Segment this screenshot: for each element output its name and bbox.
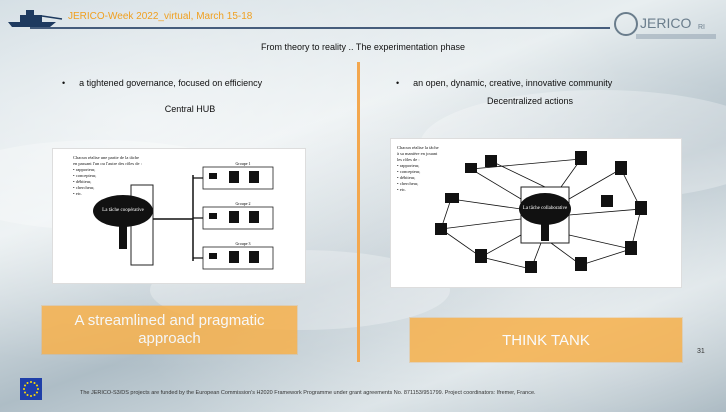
logo-suffix: RI <box>698 24 705 31</box>
right-figure-line: • rapporteur, <box>397 163 419 169</box>
slide-title: From theory to reality .. The experiment… <box>261 42 465 52</box>
right-figure-caption: La tâche collaborative <box>523 206 568 211</box>
left-figure-line: • etc. <box>73 191 82 196</box>
left-bullet-text: a tightened governance, focused on effic… <box>79 78 263 88</box>
central-hub-diagram: Chacun réalise une partie de la tâche en… <box>73 155 274 270</box>
right-figure-line: les rôles de : <box>397 157 420 162</box>
event-title: JERICO-Week 2022_virtual, March 15-18 <box>68 11 253 22</box>
decentralized-diagram: Chacun réalise la tâche à sa manière en … <box>397 145 647 273</box>
right-figure-line: Chacun réalise la tâche <box>397 145 439 150</box>
group-label: Groupe 2 <box>236 201 251 206</box>
left-figure-line: • rapporteur, <box>73 167 95 173</box>
right-figure-line: à sa manière en jouant <box>397 151 438 156</box>
header-rule <box>30 27 610 29</box>
group-label: Groupe 3 <box>236 241 251 246</box>
streamlined-approach-callout: A streamlined and pragmatic approach <box>42 306 297 354</box>
left-figure-line: • chercheur, <box>73 185 94 191</box>
jerico-logo: JERICO RI <box>614 12 716 39</box>
eu-flag-icon <box>20 378 42 400</box>
right-figure-line: • concepteur, <box>397 169 420 175</box>
right-figure-line: • etc. <box>397 187 406 192</box>
column-divider <box>357 62 360 362</box>
right-bullet: •an open, dynamic, creative, innovative … <box>396 78 613 88</box>
think-tank-callout: THINK TANK <box>410 318 682 362</box>
decentralized-figure: Chacun réalise la tâche à sa manière en … <box>390 138 682 288</box>
left-figure-line: • concepteur, <box>73 173 96 179</box>
footer-funding-text: The JERICO-S3/DS projects are funded by … <box>80 390 536 396</box>
ship-logo-icon <box>8 10 63 27</box>
left-figure-line: en passant l'un ou l'autre des rôles de … <box>73 161 142 166</box>
left-figure-line: Chacun réalise une partie de la tâche <box>73 155 139 160</box>
logo-text: JERICO <box>640 15 691 31</box>
right-subheading: Decentralized actions <box>486 96 574 106</box>
left-subheading: Central HUB <box>164 104 216 114</box>
left-figure-caption: La tâche coopérative <box>102 208 144 213</box>
right-figure-line: • chercheur, <box>397 181 418 187</box>
left-bullet: •a tightened governance, focused on effi… <box>62 78 263 88</box>
right-figure-line: • débiteur, <box>397 175 415 181</box>
page-number: 31 <box>697 348 705 355</box>
left-figure-line: • débiteur, <box>73 179 91 185</box>
central-hub-figure: Chacun réalise une partie de la tâche en… <box>52 148 306 284</box>
group-label: Groupe 1 <box>236 161 251 166</box>
right-bullet-text: an open, dynamic, creative, innovative c… <box>413 78 613 88</box>
